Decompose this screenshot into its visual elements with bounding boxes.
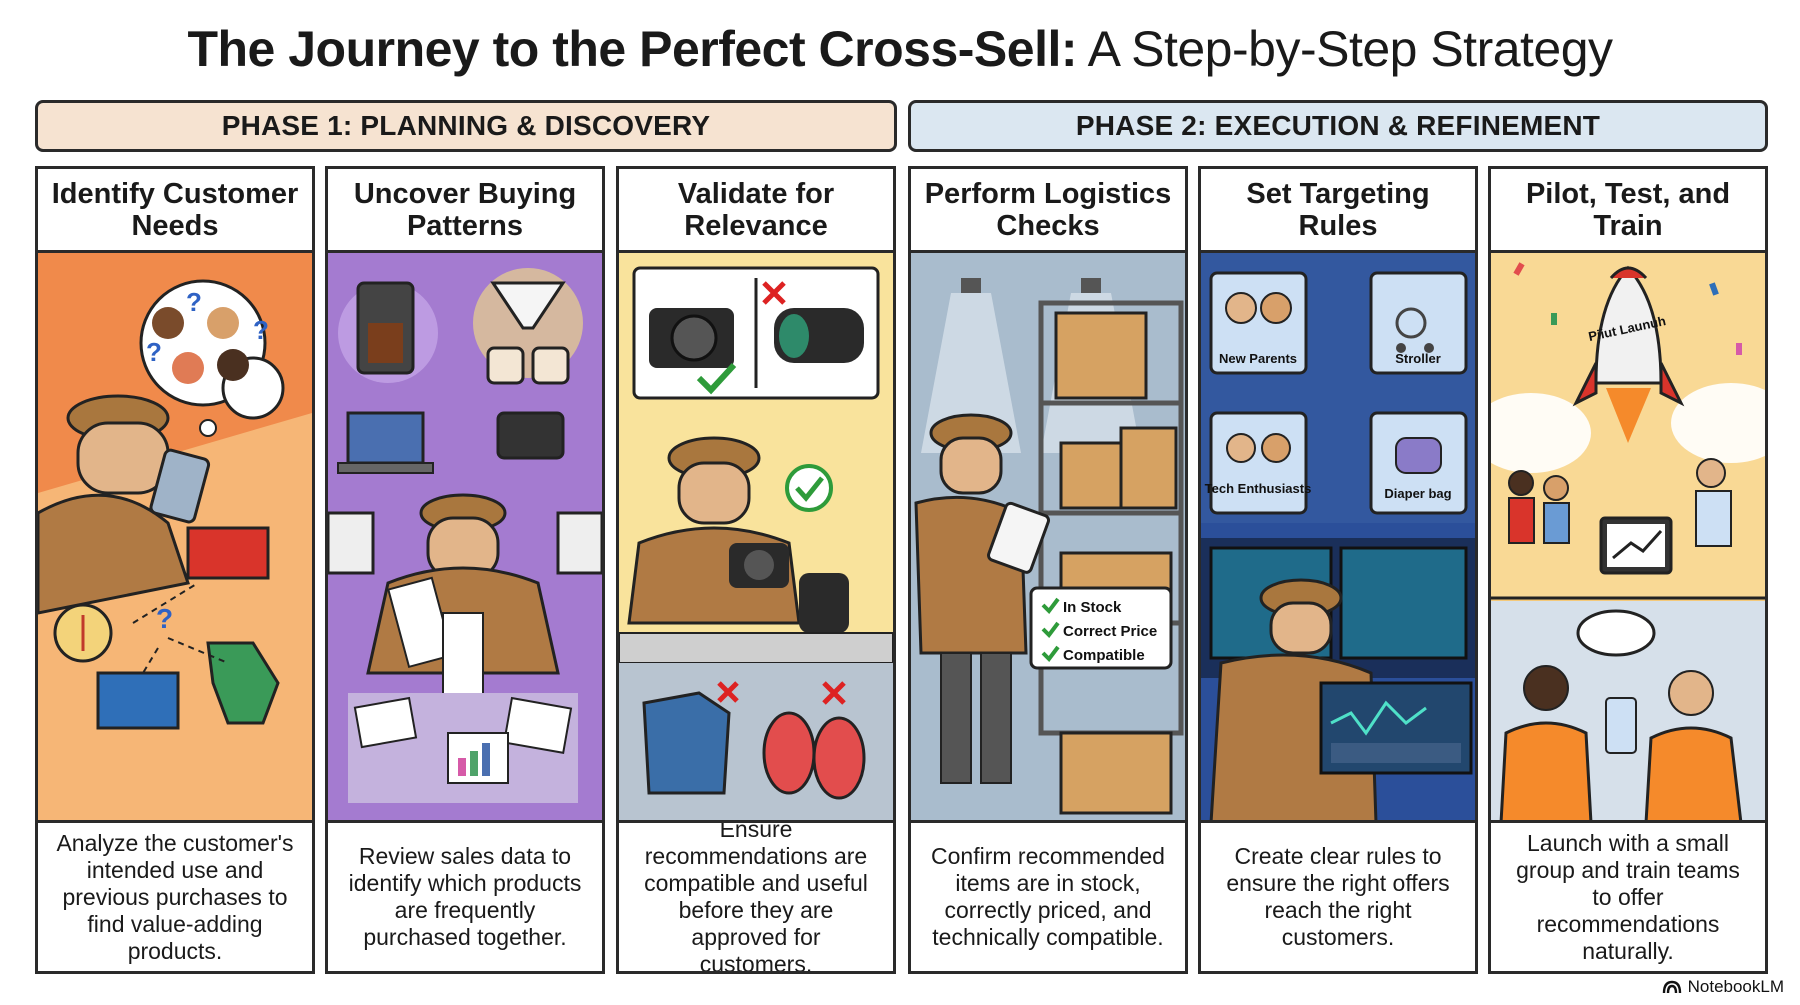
footer-brand-label: NotebookLM [1687, 977, 1784, 996]
step-illustration: In Stock Correct Price Compatible [911, 253, 1185, 823]
title-main: The Journey to the Perfect Cross-Sell: [187, 21, 1077, 77]
checklist-compatible: Compatible [1063, 647, 1145, 664]
step-card-set-targeting-rules: Set Targeting Rules New Parents Stroller… [1198, 166, 1478, 974]
phase-1-banner: PHASE 1: PLANNING & DISCOVERY [35, 100, 897, 152]
step-illustration [619, 253, 893, 823]
phase-2-banner: PHASE 2: EXECUTION & REFINEMENT [908, 100, 1768, 152]
step-title: Pilot, Test, and Train [1491, 169, 1765, 253]
step-title: Set Targeting Rules [1201, 169, 1475, 253]
step-title: Validate for Relevance [619, 169, 893, 253]
checklist-in-stock: In Stock [1063, 599, 1122, 616]
logistics-checks-illustration: In Stock Correct Price Compatible [911, 253, 1185, 820]
validate-relevance-illustration [619, 253, 893, 820]
segment-new-parents: New Parents [1219, 351, 1297, 366]
pilot-launch-illustration: Piiut Launuh [1491, 253, 1765, 820]
step-description: Review sales data to identify which prod… [348, 843, 582, 950]
step-card-pilot-test-and-train: Pilot, Test, and Train Piiut Launuh [1488, 166, 1768, 974]
svg-text:?: ? [146, 337, 162, 367]
step-title: Uncover Buying Patterns [328, 169, 602, 253]
targeting-rules-illustration: New Parents Stroller Tech Enthusiasts Di… [1201, 253, 1475, 820]
svg-text:?: ? [186, 287, 202, 317]
segment-stroller: Stroller [1395, 351, 1441, 366]
svg-text:?: ? [253, 315, 269, 345]
detective-needs-illustration: ? ? ? ? [38, 253, 312, 820]
step-description: Create clear rules to ensure the right o… [1226, 843, 1450, 950]
step-title: Perform Logistics Checks [911, 169, 1185, 253]
step-description: Analyze the customer's intended use and … [56, 829, 294, 964]
step-description: Confirm recommended items are in stock, … [931, 843, 1165, 950]
step-illustration: ? ? ? ? [38, 253, 312, 823]
step-description: Launch with a small group and train team… [1516, 829, 1740, 964]
buying-patterns-illustration [328, 253, 602, 820]
page-title: The Journey to the Perfect Cross-Sell: A… [0, 14, 1800, 84]
step-card-uncover-buying-patterns: Uncover Buying Patterns [325, 166, 605, 974]
step-illustration: New Parents Stroller Tech Enthusiasts Di… [1201, 253, 1475, 823]
segment-tech-enthusiasts: Tech Enthusiasts [1205, 481, 1312, 496]
step-description: Ensure recommendations are compatible an… [644, 816, 868, 974]
step-illustration [328, 253, 602, 823]
step-card-validate-for-relevance: Validate for Relevance [616, 166, 896, 974]
footer-brand: NotebookLM [1662, 977, 1784, 997]
step-illustration: Piiut Launuh [1491, 253, 1765, 823]
step-card-identify-customer-needs: Identify Customer Needs ? ? ? ? [35, 166, 315, 974]
svg-text:?: ? [156, 603, 173, 634]
notebooklm-logo-icon [1662, 980, 1681, 994]
step-title: Identify Customer Needs [38, 169, 312, 253]
segment-diaper-bag: Diaper bag [1384, 486, 1451, 501]
step-card-perform-logistics-checks: Perform Logistics Checks [908, 166, 1188, 974]
checklist-correct-price: Correct Price [1063, 623, 1157, 640]
title-subtitle: A Step-by-Step Strategy [1087, 21, 1613, 77]
